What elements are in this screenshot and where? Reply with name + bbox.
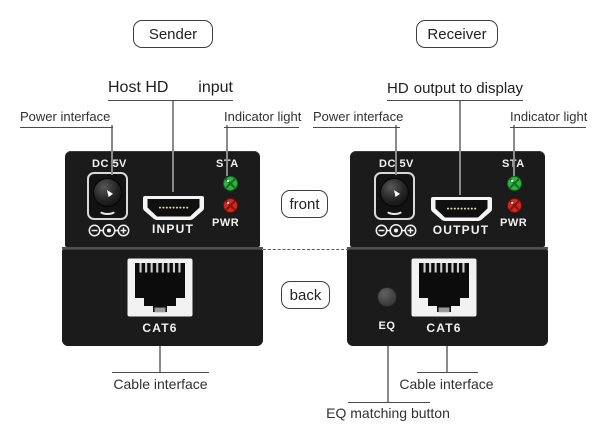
dc-jack-barrel — [93, 178, 122, 207]
receiver-back-panel: EQ CAT6 — [347, 249, 548, 346]
back-tag: back — [289, 286, 322, 304]
receiver-heading: HD output to display — [387, 80, 523, 101]
receiver-indicator-text: Indicator light — [510, 109, 588, 124]
sender-heading-line — [172, 101, 174, 192]
sender-power-line — [111, 125, 113, 175]
sender-pwr-label: PWR — [212, 217, 240, 229]
receiver-power-text: Power interface — [313, 109, 404, 124]
receiver-heading-left: HD — [387, 80, 409, 97]
pwr-led-red-icon — [223, 198, 238, 213]
receiver-cable-text: Cable interface — [399, 376, 494, 392]
sta-led-green-icon — [223, 176, 238, 191]
receiver-pwr-label: PWR — [500, 217, 528, 229]
sender-back-panel: CAT6 — [62, 249, 263, 346]
eq-button-icon — [377, 287, 397, 307]
eq-button-overline — [348, 402, 430, 403]
rj45-port-icon — [127, 258, 193, 317]
dc-jack-reflection — [385, 204, 404, 215]
sender-hdmi-port-label: INPUT — [152, 222, 194, 236]
receiver-cable-overline — [417, 372, 478, 373]
sender-indicator-line — [226, 125, 228, 176]
sender-front-panel: DC 5V — [65, 151, 260, 247]
sender-dc-label: DC 5V — [92, 158, 127, 170]
receiver-title: Receiver — [427, 25, 487, 43]
sender-title-box: Sender — [133, 20, 213, 48]
receiver-front-panel: DC 5V — [350, 151, 545, 247]
sta-led-green-icon — [507, 176, 522, 191]
sender-title: Sender — [148, 25, 198, 43]
sender-power-text: Power interface — [20, 109, 111, 124]
sender-power-label: Power interface — [20, 109, 113, 128]
sender-indicator-text: Indicator light — [224, 109, 302, 124]
sender-heading-right: input — [198, 79, 233, 96]
receiver-heading-line — [459, 101, 461, 195]
sender-cable-text: Cable interface — [113, 376, 208, 392]
hdmi-port-icon — [431, 197, 492, 221]
dc-jack-pin-highlight — [107, 190, 113, 197]
back-tag-box: back — [281, 281, 330, 309]
sender-cat6-label: CAT6 — [142, 321, 178, 335]
receiver-title-box: Receiver — [416, 20, 498, 48]
dc-jack-reflection — [98, 204, 117, 215]
dc-power-jack-icon — [374, 172, 415, 220]
dc-polarity-icon — [375, 223, 417, 238]
eq-button-text: EQ matching button — [326, 405, 450, 421]
receiver-hdmi-port-label: OUTPUT — [432, 223, 490, 237]
sender-indicator-label: Indicator light — [224, 109, 302, 128]
dc-jack-barrel — [380, 178, 409, 207]
front-tag: front — [289, 195, 320, 213]
pwr-led-red-icon — [507, 198, 522, 213]
front-tag-box: front — [281, 190, 328, 218]
sender-cable-label: Cable interface — [112, 372, 209, 392]
front-back-divider-dashed-line — [263, 249, 349, 250]
eq-button-label: EQ matching button — [326, 405, 450, 421]
dc-power-jack-icon — [87, 172, 128, 220]
dc-polarity-icon — [88, 223, 130, 238]
eq-button-line — [387, 346, 389, 402]
sender-panel-seam — [62, 247, 263, 249]
sender-cable-line — [159, 346, 161, 373]
sender-heading: Host HD input — [108, 79, 233, 101]
rj45-port-icon — [411, 258, 477, 317]
receiver-power-label: Power interface — [313, 109, 404, 128]
receiver-cable-line — [446, 346, 448, 373]
dc-jack-pin-highlight — [394, 190, 400, 197]
receiver-cat6-label: CAT6 — [426, 321, 462, 335]
receiver-eq-label: EQ — [378, 320, 396, 332]
sender-heading-left: Host HD — [108, 79, 169, 96]
hdmi-port-icon — [143, 196, 204, 220]
receiver-panel-seam — [347, 247, 548, 249]
receiver-cable-label: Cable interface — [396, 376, 497, 392]
receiver-heading-right: output to display — [413, 80, 523, 97]
receiver-indicator-line — [513, 125, 515, 176]
receiver-indicator-label: Indicator light — [510, 109, 588, 128]
receiver-power-line — [395, 125, 397, 175]
